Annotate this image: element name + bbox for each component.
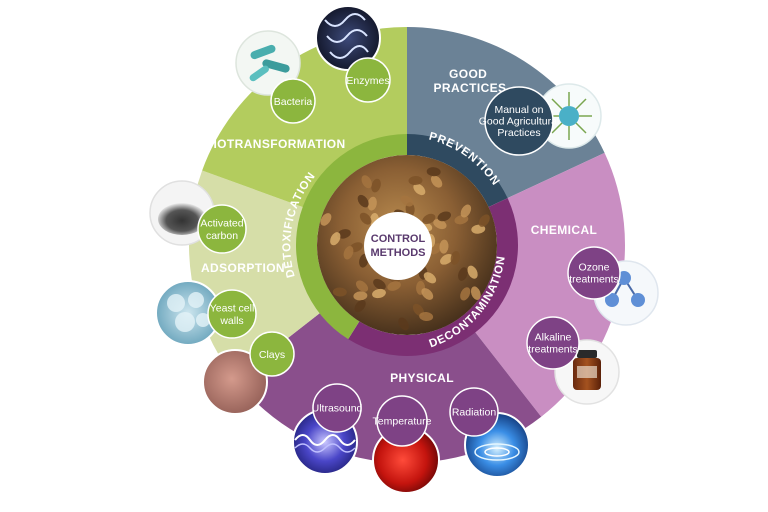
node-ultrasound-label: Ultrasound bbox=[312, 403, 363, 415]
node-clays-circle[interactable] bbox=[249, 331, 295, 377]
center-label-line1: CONTROL bbox=[371, 233, 426, 245]
node-radiation[interactable]: Radiation bbox=[449, 387, 499, 437]
node-manual-gap-label: Manual on bbox=[494, 104, 543, 116]
node-yeast-cell-walls-circle[interactable] bbox=[207, 289, 257, 339]
node-radiation-label: Radiation bbox=[452, 407, 497, 419]
node-ultrasound-circle[interactable] bbox=[312, 383, 362, 433]
node-manual-gap-circle[interactable] bbox=[484, 86, 554, 156]
node-activated-carbon-circle[interactable] bbox=[197, 204, 247, 254]
node-bacteria[interactable]: Bacteria bbox=[270, 78, 316, 124]
node-activated-carbon-label: carbon bbox=[206, 230, 238, 242]
node-enzymes[interactable]: Enzymes bbox=[345, 57, 391, 103]
ring-prevention[interactable] bbox=[407, 134, 508, 207]
node-temperature-label: Temperature bbox=[373, 415, 432, 427]
ring-decontamination[interactable] bbox=[348, 198, 518, 357]
node-ozone-treatments-label: treatments bbox=[569, 274, 619, 286]
node-radiation-circle[interactable] bbox=[449, 387, 499, 437]
manual-gap-image bbox=[536, 83, 602, 149]
node-enzymes-label: Enzymes bbox=[346, 75, 389, 87]
segment-label-chemical: CHEMICAL bbox=[531, 223, 598, 237]
center-circle[interactable] bbox=[364, 212, 432, 280]
svg-text:CONTROL: CONTROL bbox=[371, 233, 426, 245]
node-manual-gap-label: Good Agricultural bbox=[479, 115, 560, 127]
segment-label-biotransformation: BIOTRANSFORMATION bbox=[204, 137, 345, 151]
segment-label-adsorption: ADSORPTION bbox=[201, 261, 285, 275]
node-activated-carbon-label: Activated bbox=[200, 217, 243, 229]
node-alkaline-treatments-label: treatments bbox=[528, 344, 578, 356]
segment-label-good-practices: GOOD PRACTICES bbox=[434, 67, 507, 95]
node-yeast-cell-walls-label: Yeast cell bbox=[210, 302, 255, 314]
bacteria-image bbox=[235, 30, 301, 96]
node-clays-label: Clays bbox=[259, 349, 285, 361]
node-temperature-circle[interactable] bbox=[376, 395, 428, 447]
node-alkaline-treatments-circle[interactable] bbox=[526, 316, 580, 370]
node-temperature[interactable]: Temperature bbox=[373, 395, 432, 447]
node-alkaline-treatments-label: Alkaline bbox=[535, 332, 572, 344]
node-clays[interactable]: Clays bbox=[249, 331, 295, 377]
node-yeast-cell-walls-label: walls bbox=[219, 315, 243, 327]
node-manual-gap-label: Practices bbox=[497, 127, 540, 139]
node-ultrasound[interactable]: Ultrasound bbox=[312, 383, 363, 433]
clays-image bbox=[202, 349, 268, 415]
center-label-line2: METHODS bbox=[371, 247, 426, 259]
segment-label-physical: PHYSICAL bbox=[390, 371, 454, 385]
node-ozone-treatments-label: Ozone bbox=[579, 262, 610, 274]
node-bacteria-label: Bacteria bbox=[274, 96, 313, 108]
yeast-image bbox=[155, 280, 221, 346]
node-enzymes-circle[interactable] bbox=[345, 57, 391, 103]
ring-detoxification[interactable] bbox=[295, 134, 407, 340]
node-bacteria-circle[interactable] bbox=[270, 78, 316, 124]
svg-text:METHODS: METHODS bbox=[371, 247, 426, 259]
node-ozone-treatments-circle[interactable] bbox=[567, 246, 621, 300]
